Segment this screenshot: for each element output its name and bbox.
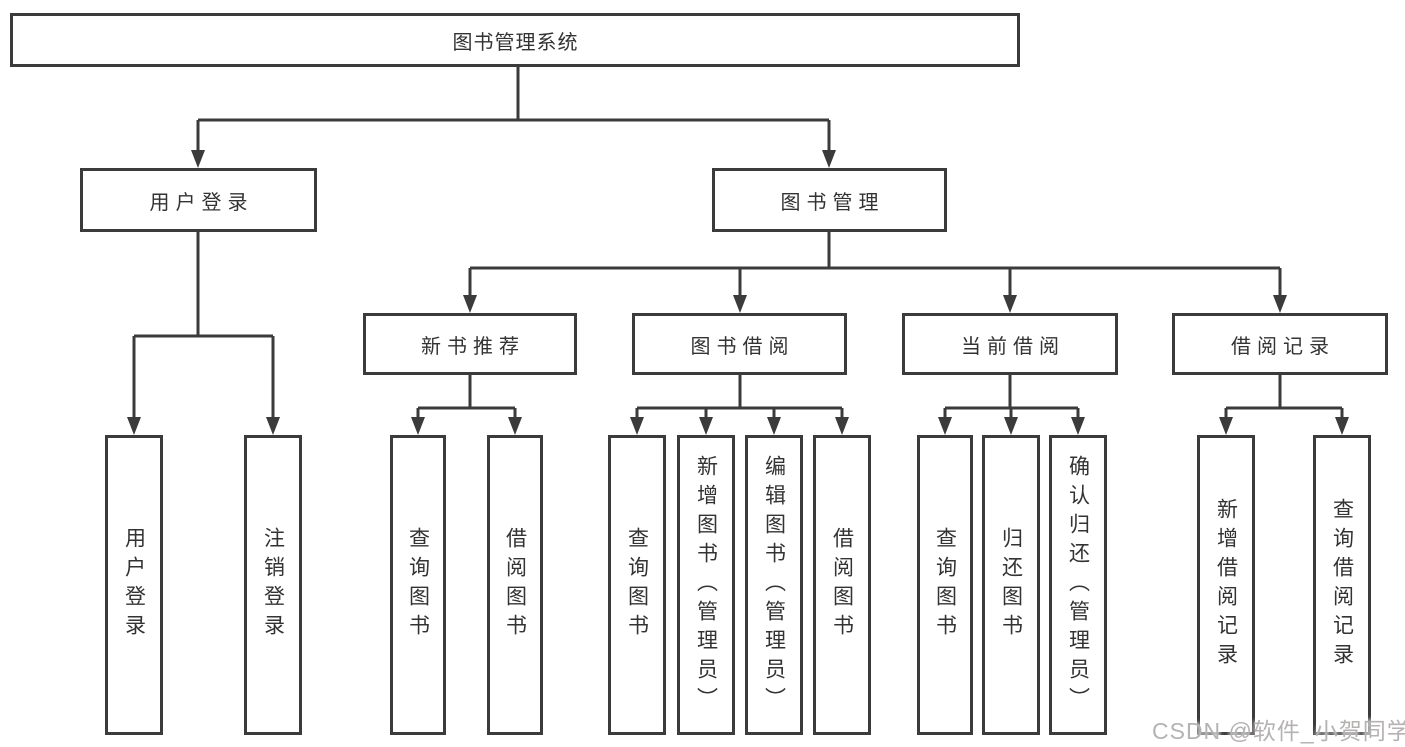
node-user-login: 用户登录 [80,168,317,232]
connector-current-borrow-branch [943,375,1080,418]
csdn-watermark: CSDN @软件_小贺同学 [1152,718,1405,744]
node-new-book-recommend-label: 新书推荐 [421,335,525,358]
leaf-return-book: 归还图书 [982,435,1040,735]
leaf-logout: 注销登录 [244,435,302,735]
node-book-borrow: 图书借阅 [632,313,847,375]
leaf-borrow-books-recommend-label: 借阅图书 [503,527,527,643]
connector-borrow-records-branch [1224,375,1344,418]
leaf-return-book-label: 归还图书 [999,527,1023,643]
connector-root-to-level2 [196,67,831,151]
leaf-add-book-admin: 新增图书（管理员） [677,435,735,735]
leaf-query-books-current-label: 查询图书 [933,527,957,643]
connector-book-borrow-branch [635,375,844,418]
node-root-library-management-system: 图书管理系统 [10,13,1020,67]
leaf-add-book-admin-label: 新增图书（管理员） [694,454,718,716]
leaf-logout-label: 注销登录 [261,527,285,643]
node-root-label: 图书管理系统 [452,31,579,54]
connector-new-book-branch [416,375,517,418]
leaf-edit-book-admin: 编辑图书（管理员） [745,435,803,735]
node-book-borrow-label: 图书借阅 [690,335,795,358]
node-book-management: 图书管理 [712,168,947,232]
leaf-edit-book-admin-label: 编辑图书（管理员） [762,454,786,716]
connector-user-login-branch [132,232,275,418]
node-user-login-label: 用户登录 [149,191,254,214]
node-borrow-records-label: 借阅记录 [1231,335,1335,358]
leaf-query-books-current: 查询图书 [917,435,973,735]
leaf-confirm-return-admin: 确认归还（管理员） [1049,435,1107,735]
node-borrow-records: 借阅记录 [1172,313,1388,375]
node-current-borrow-label: 当前借阅 [961,335,1065,358]
leaf-add-borrow-record-label: 新增借阅记录 [1214,498,1238,672]
arrowheads [127,150,1349,435]
leaf-user-login: 用户登录 [105,435,163,735]
leaf-confirm-return-admin-label: 确认归还（管理员） [1066,454,1090,716]
node-book-management-label: 图书管理 [780,191,885,214]
leaf-borrow-books-borrow: 借阅图书 [813,435,871,735]
node-current-borrow: 当前借阅 [902,313,1118,375]
leaf-borrow-books-borrow-label: 借阅图书 [830,527,854,643]
leaf-query-borrow-record-label: 查询借阅记录 [1330,498,1354,672]
leaf-query-books-borrow-label: 查询图书 [625,527,649,643]
connector-book-management-to-level3 [468,232,1282,296]
leaf-query-books-recommend: 查询图书 [390,435,446,735]
leaf-user-login-label: 用户登录 [122,527,146,643]
leaf-add-borrow-record: 新增借阅记录 [1197,435,1255,735]
leaf-borrow-books-recommend: 借阅图书 [487,435,543,735]
node-new-book-recommend: 新书推荐 [363,313,577,375]
leaf-query-books-recommend-label: 查询图书 [406,527,430,643]
leaf-query-books-borrow: 查询图书 [608,435,666,735]
leaf-query-borrow-record: 查询借阅记录 [1313,435,1371,735]
